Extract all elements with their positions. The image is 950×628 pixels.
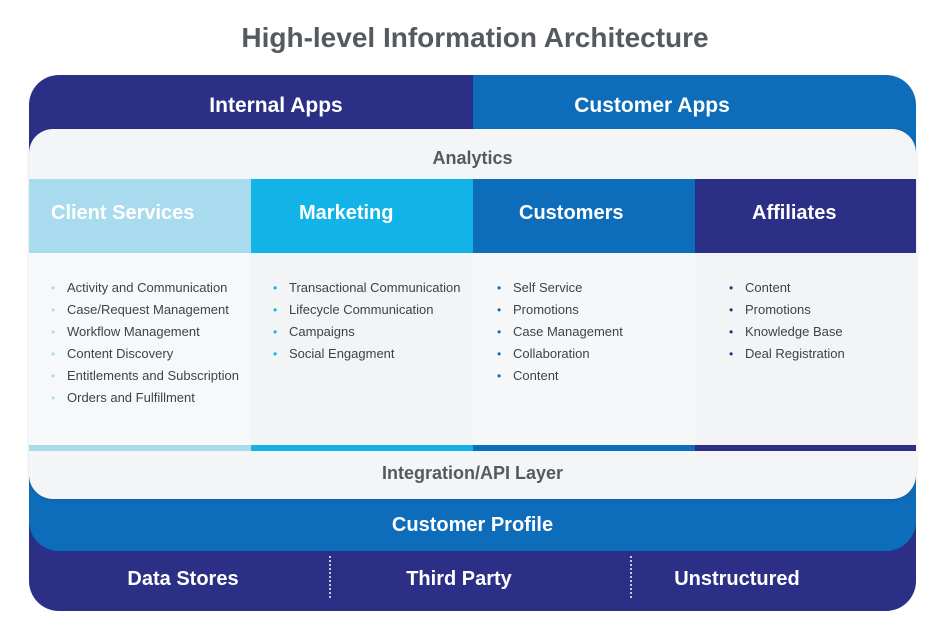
list-item-text: Collaboration bbox=[513, 346, 590, 361]
list-item: • Lifecycle Communication bbox=[271, 299, 473, 321]
column-header: Marketing bbox=[251, 179, 473, 253]
list-item: • Transactional Communication bbox=[271, 277, 473, 299]
bullet-icon: • bbox=[51, 281, 56, 295]
list-item: • Promotions bbox=[727, 299, 916, 321]
data-stores-label: Data Stores bbox=[127, 568, 239, 590]
bullet-icon: • bbox=[497, 281, 502, 295]
list-item-text: Social Engagment bbox=[289, 346, 395, 361]
bullet-icon: • bbox=[51, 325, 56, 339]
list-item-text: Knowledge Base bbox=[745, 324, 843, 339]
bullet-icon: • bbox=[729, 303, 734, 317]
list-item-text: Content bbox=[745, 280, 791, 295]
list-item-text: Promotions bbox=[513, 302, 579, 317]
item-list: • Self Service • Promotions • Case Management… bbox=[473, 253, 695, 387]
integration-layer-label: Integration/API Layer bbox=[381, 463, 564, 483]
bullet-icon: • bbox=[51, 369, 56, 383]
column-accent-bar bbox=[251, 445, 473, 451]
list-item: • Orders and Fulfillment bbox=[49, 387, 251, 409]
bullet-icon: • bbox=[729, 347, 734, 361]
list-item: • Content bbox=[727, 277, 916, 299]
list-item-text: Case Management bbox=[513, 324, 623, 339]
bullet-icon: • bbox=[51, 391, 56, 405]
list-item: • Activity and Communication bbox=[49, 277, 251, 299]
list-item: • Collaboration bbox=[495, 343, 695, 365]
bullet-icon: • bbox=[497, 325, 502, 339]
bullet-icon: • bbox=[51, 303, 56, 317]
column-header: Client Services bbox=[29, 179, 251, 253]
bullet-icon: • bbox=[51, 347, 56, 361]
source-divider bbox=[630, 556, 632, 598]
bullet-icon: • bbox=[497, 369, 502, 383]
unstructured-label: Unstructured bbox=[674, 568, 800, 590]
list-item: • Content bbox=[495, 365, 695, 387]
bullet-icon: • bbox=[729, 325, 734, 339]
list-item: • Social Engagment bbox=[271, 343, 473, 365]
list-item: • Promotions bbox=[495, 299, 695, 321]
column-customers: Customers • Self Service • Promotions • Case … bbox=[473, 179, 695, 451]
bullet-icon: • bbox=[497, 303, 502, 317]
list-item-text: Campaigns bbox=[289, 324, 355, 339]
list-item-text: Orders and Fulfillment bbox=[67, 390, 195, 405]
diagram-title: High-level Information Architecture bbox=[241, 22, 709, 53]
bullet-icon: • bbox=[273, 281, 278, 295]
list-item: • Content Discovery bbox=[49, 343, 251, 365]
column-accent-bar bbox=[473, 445, 695, 451]
internal-apps-label: Internal Apps bbox=[209, 94, 343, 117]
column-accent-bar bbox=[29, 445, 251, 451]
list-item: • Case Management bbox=[495, 321, 695, 343]
list-item-text: Self Service bbox=[513, 280, 583, 295]
list-item-text: Activity and Communication bbox=[67, 280, 228, 295]
bullet-icon: • bbox=[273, 303, 278, 317]
architecture-card: Analytics Client Services • Activity and … bbox=[29, 129, 916, 499]
list-item-text: Content bbox=[513, 368, 559, 383]
column-client-services: Client Services • Activity and Communicat… bbox=[29, 179, 251, 451]
list-item: • Self Service bbox=[495, 277, 695, 299]
list-item-text: Entitlements and Subscription bbox=[67, 368, 239, 383]
customer-profile-label: Customer Profile bbox=[391, 514, 554, 536]
bullet-icon: • bbox=[273, 347, 278, 361]
item-list: • Activity and Communication • Case/Request… bbox=[29, 253, 251, 409]
customer-apps-label: Customer Apps bbox=[574, 94, 730, 117]
item-list: • Content • Promotions • Knowledge Base • Deal … bbox=[695, 253, 916, 365]
column-affiliates: Affiliates • Content • Promotions • Knowledge… bbox=[695, 179, 916, 451]
list-item: • Campaigns bbox=[271, 321, 473, 343]
item-list: • Transactional Communication • Lifecycle C… bbox=[251, 253, 473, 365]
analytics-label: Analytics bbox=[432, 148, 513, 168]
column-accent-bar bbox=[695, 445, 916, 451]
list-item: • Entitlements and Subscription bbox=[49, 365, 251, 387]
column-body: • Transactional Communication • Lifecycle C… bbox=[251, 253, 473, 451]
column-header: Affiliates bbox=[695, 179, 916, 253]
list-item: • Workflow Management bbox=[49, 321, 251, 343]
column-body: • Self Service • Promotions • Case Management… bbox=[473, 253, 695, 451]
list-item-text: Transactional Communication bbox=[289, 280, 461, 295]
list-item-text: Deal Registration bbox=[745, 346, 845, 361]
column-header: Customers bbox=[473, 179, 695, 253]
column-body: • Activity and Communication • Case/Request… bbox=[29, 253, 251, 451]
list-item-text: Case/Request Management bbox=[67, 302, 229, 317]
list-item-text: Promotions bbox=[745, 302, 811, 317]
list-item: • Deal Registration bbox=[727, 343, 916, 365]
source-divider bbox=[329, 556, 331, 598]
column-marketing: Marketing • Transactional Communication • L… bbox=[251, 179, 473, 451]
list-item: • Case/Request Management bbox=[49, 299, 251, 321]
list-item-text: Content Discovery bbox=[67, 346, 174, 361]
list-item-text: Lifecycle Communication bbox=[289, 302, 434, 317]
list-item: • Knowledge Base bbox=[727, 321, 916, 343]
third-party-label: Third Party bbox=[406, 568, 512, 590]
column-body: • Content • Promotions • Knowledge Base • Deal … bbox=[695, 253, 916, 451]
bullet-icon: • bbox=[497, 347, 502, 361]
bullet-icon: • bbox=[273, 325, 278, 339]
list-item-text: Workflow Management bbox=[67, 324, 200, 339]
bullet-icon: • bbox=[729, 281, 734, 295]
